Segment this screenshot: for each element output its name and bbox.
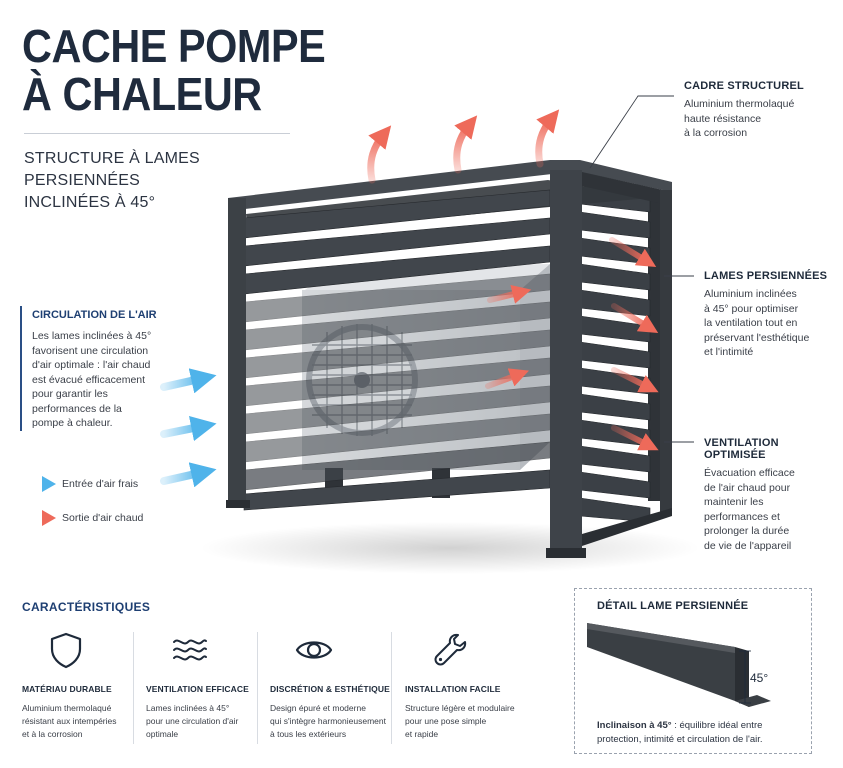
airflow-title: CIRCULATION DE L'AIR: [32, 309, 157, 321]
feature-desc-line: Structure légère et modulaire: [405, 703, 515, 713]
feature-desc: Structure légère et modulaire pour une p…: [405, 702, 525, 741]
airflow-line: performances de la: [32, 402, 122, 415]
callout-louvers-line: et l'intimité: [704, 346, 754, 358]
page-title: CACHE POMPE À CHALEUR: [22, 22, 346, 118]
feature-desc: Lames inclinées à 45° pour une circulati…: [146, 702, 266, 741]
feature-item: VENTILATION EFFICACE Lames inclinées à 4…: [146, 630, 266, 741]
cover-illustration: [160, 95, 700, 574]
feature-item: MATÉRIAU DURABLE Aluminium thermolaqué r…: [22, 630, 142, 741]
callout-louvers-text: Aluminium inclinées à 45° pour optimiser…: [704, 287, 839, 360]
callout-louvers-line: Aluminium inclinées: [704, 288, 797, 300]
airflow-text: Les lames inclinées à 45° favorisent une…: [32, 329, 202, 431]
front-louvers: [243, 189, 551, 511]
louver-profile-drawing: [587, 623, 771, 707]
callout-louvers-line: à 45° pour optimiser: [704, 302, 799, 315]
callout-ventilation-line: performances et: [704, 510, 780, 523]
callout-ventilation-line: Évacuation efficace: [704, 467, 795, 479]
feature-desc: Aluminium thermolaqué résistant aux inte…: [22, 702, 142, 741]
feature-desc-line: pour une circulation d'air: [146, 716, 239, 726]
callout-louvers-label: LAMES PERSIENNÉES: [704, 270, 828, 282]
feature-desc-line: pour une pose simple: [405, 716, 487, 726]
feature-divider: [133, 632, 134, 744]
feature-desc-line: Design épuré et moderne: [270, 703, 366, 713]
feature-desc-line: résistant aux intempéries: [22, 716, 117, 726]
feature-label: INSTALLATION FACILE: [405, 684, 501, 694]
front-posts: [226, 170, 672, 558]
airflow-line: pompe à chaleur.: [32, 417, 113, 429]
callout-frame-line: haute résistance: [684, 112, 762, 125]
feature-desc-line: qui s'intègre harmonieusement: [270, 716, 386, 726]
subtitle-line-1: STRUCTURE À LAMES PERSIENNÉES: [24, 150, 200, 189]
feature-desc-line: et rapide: [405, 729, 439, 739]
cold-air-legend-icon: [20, 476, 56, 492]
airflow-line: d'air optimale : l'air chaud: [32, 359, 151, 371]
feature-label: DISCRÉTION & ESTHÉTIQUE: [270, 684, 390, 694]
feature-divider: [391, 632, 392, 744]
cold-air-legend-label: Entrée d'air frais: [62, 478, 139, 490]
feature-label: MATÉRIAU DURABLE: [22, 684, 112, 694]
feature-divider: [257, 632, 258, 744]
louver-detail-box: DÉTAIL LAME PERSIENNÉE 45° Inclinaison à…: [574, 588, 812, 754]
callout-ventilation: VENTILATION OPTIMISÉE Évacuation efficac…: [704, 437, 839, 553]
eye-icon: [295, 641, 333, 659]
louver-detail-title: DÉTAIL LAME PERSIENNÉE: [597, 600, 749, 612]
hot-air-legend-icon: [20, 510, 56, 526]
page-subtitle: STRUCTURE À LAMES PERSIENNÉES INCLINÉES …: [24, 148, 314, 214]
callout-ventilation-text: Évacuation efficace de l'air chaud pour …: [704, 466, 839, 553]
hot-air-rising-arrows: [367, 109, 560, 184]
louver-caption-bold: Inclinaison à 45°: [597, 720, 672, 731]
title-divider: [24, 133, 290, 134]
side-louvers: [579, 185, 651, 523]
feature-label: VENTILATION EFFICACE: [146, 684, 249, 694]
louver-caption-line-1: : équilibre idéal entre: [671, 720, 763, 731]
callout-frame-line: Aluminium thermolaqué: [684, 98, 795, 110]
wind-waves-icon: [173, 639, 207, 661]
louver-detail-caption: Inclinaison à 45° : équilibre idéal entr…: [597, 719, 807, 747]
airflow-line: est évacué efficacement: [32, 373, 146, 386]
callout-ventilation-line: prolonger la durée: [704, 525, 790, 537]
airflow-line: favorisent une circulation: [32, 344, 149, 357]
airflow-panel: CIRCULATION DE L'AIR Les lames inclinées…: [20, 306, 202, 431]
feature-desc-line: Lames inclinées à 45°: [146, 703, 230, 713]
airflow-line: Les lames inclinées à 45°: [32, 330, 152, 342]
callout-ventilation-label: VENTILATION OPTIMISÉE: [704, 437, 779, 461]
callout-louvers: LAMES PERSIENNÉES Aluminium inclinées à …: [704, 270, 839, 360]
callout-louvers-line: préservant l'esthétique: [704, 331, 810, 344]
wrench-icon: [434, 633, 467, 666]
feature-item: INSTALLATION FACILE Structure légère et …: [405, 630, 525, 741]
title-line-1: CACHE POMPE: [22, 20, 326, 72]
back-post-right: [648, 196, 660, 501]
cold-air-inlet-arrows: [160, 368, 217, 488]
callout-louvers-line: la ventilation tout en: [704, 317, 798, 329]
callout-leaders: [589, 95, 694, 443]
callout-frame: CADRE STRUCTUREL Aluminium thermolaqué h…: [684, 80, 834, 141]
subtitle-line-2: INCLINÉES À 45°: [24, 194, 156, 211]
feature-desc: Design épuré et moderne qui s'intègre ha…: [270, 702, 390, 741]
callout-ventilation-line: maintenir les: [704, 496, 764, 508]
callout-frame-label: CADRE STRUCTUREL: [684, 80, 804, 92]
shield-icon: [50, 632, 82, 669]
callout-frame-line: à la corrosion: [684, 127, 748, 139]
feature-desc-line: Aluminium thermolaqué: [22, 703, 112, 713]
callout-ventilation-line: de l'air chaud pour: [704, 481, 791, 494]
title-line-2: À CHALEUR: [22, 68, 262, 120]
louver-caption-line-2: protection, intimité et circulation de l…: [597, 734, 763, 745]
callout-frame-text: Aluminium thermolaqué haute résistance à…: [684, 97, 834, 141]
feature-desc-line: optimale: [146, 729, 179, 739]
callout-ventilation-line: de vie de l'appareil: [704, 539, 792, 552]
louver-angle-label: 45°: [750, 671, 769, 685]
feature-desc-line: et à la corrosion: [22, 729, 83, 739]
feature-item: DISCRÉTION & ESTHÉTIQUE Design épuré et …: [270, 630, 390, 741]
hot-air-legend-label: Sortie d'air chaud: [62, 512, 144, 524]
airflow-line: pour garantir les: [32, 388, 108, 400]
features-heading: CARACTÉRISTIQUES: [22, 600, 151, 614]
hot-air-outlet-arrows: [485, 237, 659, 451]
feature-desc-line: à tous les extérieurs: [270, 729, 347, 739]
